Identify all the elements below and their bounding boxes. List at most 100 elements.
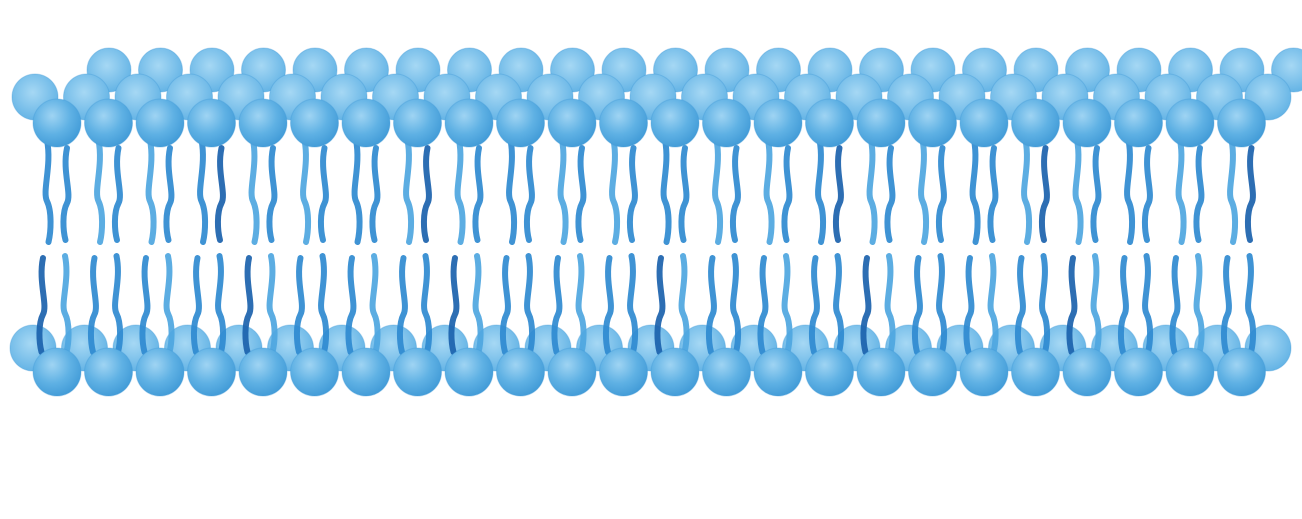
lipid-head-front [650, 347, 700, 397]
lipid-tail [524, 253, 536, 355]
lipid-head-front [32, 98, 82, 148]
lipid-head-front [599, 98, 648, 148]
lipid-tail [1244, 145, 1256, 243]
lipid-tail [163, 253, 175, 355]
lipid-head-front [1011, 98, 1060, 148]
lipid-tail [472, 145, 484, 243]
lipid-tail [833, 253, 845, 355]
top-leaflet-tails [42, 137, 1256, 245]
lipid-tail [214, 145, 226, 243]
lipid-tail [1245, 253, 1257, 355]
lipid-tail [712, 137, 724, 245]
lipid-tail [627, 253, 639, 355]
lipid-tail [884, 145, 896, 243]
lipid-head-front [1217, 98, 1266, 148]
lipid-tail [266, 253, 278, 355]
lipid-tail [963, 255, 975, 355]
lipid-head-front [444, 98, 494, 148]
lipid-tail [815, 137, 827, 245]
lipid-head-front [1165, 347, 1215, 397]
lipid-tail [1124, 137, 1136, 245]
lipid-tail [551, 255, 563, 355]
lipid-tail [266, 145, 278, 243]
lipid-tail [1117, 255, 1129, 355]
lipid-head-front [187, 347, 236, 397]
lipid-tail [781, 253, 793, 355]
lipid-tail [60, 253, 72, 355]
lipid-tail [317, 145, 329, 243]
lipid-tail [763, 137, 775, 245]
lipid-head-front [805, 98, 854, 148]
lipid-tail [396, 255, 408, 355]
lipid-tail [369, 145, 381, 243]
lipid-tail [523, 145, 535, 243]
lipid-tail [1090, 145, 1102, 243]
lipid-tail [369, 253, 381, 355]
lipid-tail [163, 145, 175, 243]
lipid-tail [1090, 253, 1102, 355]
lipid-head-front [1165, 98, 1215, 148]
lipid-head-front [135, 347, 185, 397]
lipid-tail [1227, 137, 1239, 245]
lipid-tail [729, 145, 741, 243]
lipid-head-front [496, 347, 545, 397]
lipid-tail [626, 145, 638, 243]
lipid-tail [860, 255, 872, 355]
lipid-head-front [753, 347, 803, 397]
lipid-head-front [753, 98, 803, 148]
lipid-tail [808, 255, 820, 355]
lipid-head-front [496, 98, 545, 148]
lipid-tail [36, 255, 48, 355]
lipid-tail [242, 255, 254, 355]
lipid-tail [1072, 137, 1084, 245]
lipid-tail [575, 253, 587, 355]
lipid-head-front [650, 98, 700, 148]
lipid-head-front [444, 347, 494, 397]
lipid-head-front [135, 98, 185, 148]
lipid-head-front [856, 347, 906, 397]
lipid-tail [448, 255, 460, 355]
lipid-tail [1193, 253, 1205, 355]
lipid-tail [935, 145, 947, 243]
lipid-tail [87, 255, 99, 355]
lipid-head-front [1062, 98, 1112, 148]
lipid-head-front [341, 98, 391, 148]
lipid-tail [911, 255, 923, 355]
lipid-tail [139, 255, 151, 355]
lipid-head-front [959, 98, 1009, 148]
lipid-head-front [599, 347, 648, 397]
top-leaflet-front-row [32, 98, 1266, 148]
lipid-tail [730, 253, 742, 355]
lipid-tail [215, 253, 227, 355]
lipid-head-front [702, 98, 751, 148]
lipid-tail [832, 145, 844, 243]
lipid-tail [300, 137, 312, 245]
bottom-leaflet-tails [36, 253, 1257, 355]
lipid-tail [145, 137, 157, 245]
lipid-tail [602, 255, 614, 355]
lipid-head-front [238, 347, 288, 397]
lipid-head-front [1062, 347, 1112, 397]
lipid-head-front [547, 98, 597, 148]
lipid-tail [1220, 255, 1232, 355]
lipid-head-front [84, 347, 133, 397]
lipid-tail [1039, 253, 1051, 355]
lipid-head-front [187, 98, 236, 148]
lipid-head-front [856, 98, 906, 148]
lipid-head-front [290, 98, 339, 148]
lipid-head-front [32, 347, 82, 397]
lipid-head-front [1217, 347, 1266, 397]
lipid-tail [575, 145, 587, 243]
lipid-head-front [1114, 347, 1163, 397]
lipid-tail [318, 253, 330, 355]
lipid-tail [654, 255, 666, 355]
lipid-tail [421, 253, 433, 355]
lipid-head-front [393, 98, 442, 148]
lipid-tail [293, 255, 305, 355]
lipid-head-front [238, 98, 288, 148]
lipid-tail [918, 137, 930, 245]
lipid-tail [60, 145, 72, 243]
lipid-tail [94, 137, 106, 245]
lipid-head-front [1114, 98, 1163, 148]
lipid-head-front [959, 347, 1009, 397]
